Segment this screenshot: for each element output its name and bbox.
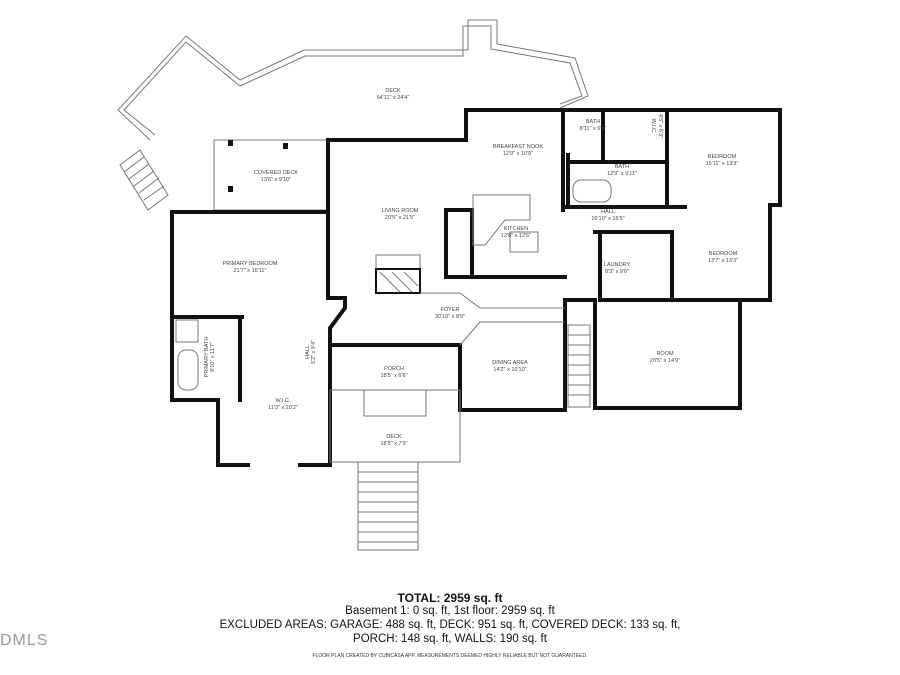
- room-laundry-dims: 8'3" x 9'6": [605, 269, 629, 275]
- room-foyer-name: FOYER: [441, 307, 460, 313]
- room-deck-front-name: DECK: [386, 434, 402, 440]
- room-bath1-dims: 8'11" x 6'3": [580, 126, 607, 132]
- room-deck-main-name: DECK: [385, 88, 401, 94]
- room-covered-deck-dims: 13'6" x 9'10": [261, 177, 291, 183]
- room-laundry-name: LAUNDRY: [604, 262, 631, 268]
- room-breakfast-nook-dims: 12'9" x 10'9": [503, 151, 533, 157]
- room-dining-area-name: DINING AREA: [492, 360, 528, 366]
- room-primary-bedroom-name: PRIMARY BEDROOM: [223, 261, 278, 267]
- front-stairs: [357, 461, 419, 551]
- staircase: [567, 324, 591, 408]
- total-area: TOTAL: 2959 sq. ft: [397, 591, 503, 605]
- room-bedroom2-dims: 13'7" x 13'3": [708, 258, 738, 264]
- svg-text:PRIMARY BATH9'10" x 11'7": PRIMARY BATH9'10" x 11'7": [204, 337, 216, 378]
- fireplace: [375, 254, 421, 294]
- room-bath2-name: BATH: [615, 164, 629, 170]
- room-living-room-dims: 20'5" x 21'5": [385, 215, 415, 221]
- room-bath2-dims: 12'9" x 9'11": [607, 171, 637, 177]
- room-bath1-name: BATH: [586, 119, 600, 125]
- room-breakfast-nook-name: BREAKFAST NOOK: [493, 144, 543, 150]
- room-porch-name: PORCH: [384, 366, 404, 372]
- room-primary-bedroom-dims: 21'7" x 16'11": [234, 268, 267, 274]
- room-wic1-name: W.I.C.: [650, 119, 656, 134]
- room-primary-bath-name: PRIMARY BATH: [204, 337, 210, 378]
- room-hall2-name: HALL: [305, 345, 311, 359]
- room-bedroom1-name: BEDROOM: [708, 154, 737, 160]
- room-wic2-dims: 11'3" x 20'2": [268, 405, 298, 411]
- room-deck-front-dims: 18'5" x 7'3": [380, 441, 407, 447]
- room-living-room-name: LIVING ROOM: [382, 208, 419, 214]
- room-porch-dims: 18'5" x 6'6": [380, 373, 407, 379]
- room-kitchen-dims: 12'8" x 12'6": [501, 233, 531, 239]
- room-wic2-name: W.I.C.: [276, 398, 291, 404]
- deck-outline-inner: [123, 25, 583, 136]
- room-hall1-dims: 16'10" x 16'5": [591, 216, 624, 222]
- walls: [170, 108, 782, 467]
- floor-breakdown: Basement 1: 0 sq. ft, 1st floor: 2959 sq…: [345, 605, 555, 617]
- room-foyer-dims: 30'10" x 8'9": [435, 314, 465, 320]
- room-hall2-dims: 5'2" x 9'4": [311, 340, 317, 364]
- deck-outline: [117, 19, 589, 141]
- room-bedroom2-name: BEDROOM: [709, 251, 738, 257]
- room-kitchen-name: KITCHEN: [504, 226, 528, 232]
- svg-text:HALL5'2" x 9'4": HALL5'2" x 9'4": [305, 340, 317, 364]
- svg-text:W.I.C.11'3" x 20'2": W.I.C.11'3" x 20'2": [268, 398, 298, 411]
- room-wic1-dims: 4'5" x 6'3": [657, 114, 663, 138]
- svg-text:W.I.C.4'5" x 6'3": W.I.C.4'5" x 6'3": [650, 114, 663, 138]
- excluded-areas-cont: PORCH: 148 sq. ft, WALLS: 190 sq. ft: [353, 633, 547, 645]
- room-hall1-name: HALL: [601, 209, 615, 215]
- room-room-name: ROOM: [656, 351, 674, 357]
- room-primary-bath-dims: 9'10" x 11'7": [210, 342, 216, 372]
- deck-stairs: [119, 149, 169, 211]
- watermark-logo: DMLS: [0, 632, 49, 649]
- room-deck-main-dims: 64'11" x 24'4": [377, 95, 410, 101]
- disclaimer: FLOOR PLAN CREATED BY CUBICASA APP. MEAS…: [312, 653, 588, 659]
- excluded-areas: EXCLUDED AREAS: GARAGE: 488 sq. ft, DECK…: [219, 619, 681, 631]
- room-bedroom1-dims: 15'11" x 13'3": [706, 161, 739, 167]
- room-dining-area-dims: 14'2" x 10'10": [493, 367, 526, 373]
- room-covered-deck-name: COVERED DECK: [254, 170, 298, 176]
- room-room-dims: 20'5" x 14'9": [650, 358, 680, 364]
